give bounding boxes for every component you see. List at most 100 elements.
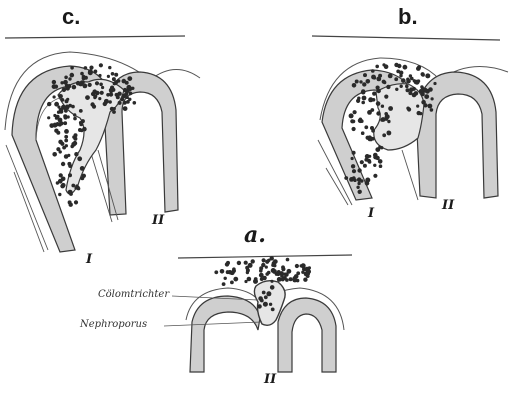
mesenchyme-cell [56, 131, 60, 135]
mesenchyme-cell [356, 186, 359, 189]
mesenchyme-cell [112, 77, 116, 81]
mesenchyme-cell [83, 84, 88, 89]
panel-c-label: c. [62, 4, 80, 30]
mesenchyme-cell [381, 117, 386, 122]
mesenchyme-cell [360, 119, 364, 123]
mesenchyme-cell [281, 267, 285, 271]
mesenchyme-cell [73, 117, 77, 121]
mesenchyme-cell [52, 152, 57, 157]
mesenchyme-cell [277, 277, 281, 281]
mesenchyme-cell [375, 65, 379, 69]
mesenchyme-cell [428, 104, 433, 109]
mesenchyme-cell [296, 279, 300, 283]
mesenchyme-cell [370, 126, 374, 130]
mesenchyme-cell [423, 103, 427, 107]
mesenchyme-cell [68, 190, 73, 195]
mesenchyme-cell [263, 276, 267, 280]
panel-b-tube-I-label: I [368, 206, 374, 221]
mesenchyme-cell [59, 108, 63, 112]
mesenchyme-cell [251, 259, 255, 263]
mesenchyme-cell [352, 151, 356, 155]
mesenchyme-cell [233, 277, 238, 282]
mesenchyme-cell [378, 145, 381, 148]
mesenchyme-cell [383, 81, 386, 84]
mesenchyme-cell [47, 102, 51, 106]
mesenchyme-cell [66, 98, 69, 101]
mesenchyme-cell [421, 72, 425, 76]
mesenchyme-cell [111, 72, 115, 76]
mesenchyme-cell [371, 69, 375, 73]
mesenchyme-cell [358, 190, 362, 194]
mesenchyme-cell [360, 179, 363, 182]
mesenchyme-cell [262, 258, 266, 262]
mesenchyme-cell [116, 95, 120, 99]
mesenchyme-cell [70, 73, 75, 78]
panel-c-tube-I-label: I [86, 252, 92, 267]
mesenchyme-cell [70, 145, 74, 149]
mesenchyme-cell [65, 144, 68, 147]
mesenchyme-cell [88, 69, 93, 74]
mesenchyme-cell [270, 285, 275, 290]
mesenchyme-cell [262, 291, 266, 295]
mesenchyme-cell [388, 106, 393, 111]
mesenchyme-cell [416, 66, 421, 71]
mesenchyme-cell [265, 266, 268, 269]
mesenchyme-cell [52, 80, 56, 84]
mesenchyme-cell [376, 101, 381, 106]
mesenchyme-cell [84, 66, 88, 70]
mesenchyme-cell [344, 176, 348, 180]
mesenchyme-cell [357, 168, 361, 172]
mesenchyme-cell [76, 81, 81, 86]
mesenchyme-cell [69, 203, 73, 207]
mesenchyme-cell [58, 94, 63, 99]
mesenchyme-cell [352, 127, 356, 131]
mesenchyme-cell [100, 91, 104, 95]
mesenchyme-cell [361, 89, 365, 93]
mesenchyme-cell [424, 94, 429, 99]
mesenchyme-cell [361, 101, 365, 105]
mesenchyme-cell [122, 79, 127, 84]
mesenchyme-cell [397, 64, 401, 68]
mesenchyme-cell [71, 184, 75, 188]
mesenchyme-cell [74, 133, 78, 137]
mesenchyme-cell [63, 121, 67, 125]
mesenchyme-cell [95, 81, 99, 85]
mesenchyme-cell [259, 273, 264, 278]
mesenchyme-cell [416, 105, 419, 108]
mesenchyme-cell [351, 164, 355, 168]
mesenchyme-cell [400, 85, 403, 88]
mesenchyme-cell [270, 280, 273, 283]
mesenchyme-cell [273, 264, 277, 268]
mesenchyme-cell [394, 77, 398, 81]
mesenchyme-cell [373, 76, 376, 79]
panel-a-surface-line [178, 255, 352, 258]
mesenchyme-cell [118, 101, 122, 105]
mesenchyme-cell [287, 269, 292, 274]
mesenchyme-cell [283, 276, 287, 280]
mesenchyme-cell [363, 73, 367, 77]
mesenchyme-cell [359, 80, 362, 83]
mesenchyme-cell [125, 89, 128, 92]
mesenchyme-cell [296, 271, 300, 275]
mesenchyme-cell [77, 187, 81, 191]
mesenchyme-cell [93, 94, 97, 98]
mesenchyme-cell [106, 93, 110, 97]
mesenchyme-cell [66, 86, 70, 90]
mesenchyme-cell [417, 111, 421, 115]
mesenchyme-cell [58, 193, 61, 196]
mesenchyme-cell [101, 86, 104, 89]
mesenchyme-cell [246, 271, 249, 274]
mesenchyme-cell [82, 127, 87, 132]
mesenchyme-cell [85, 95, 90, 100]
mesenchyme-cell [258, 296, 263, 301]
mesenchyme-cell [113, 107, 116, 110]
mesenchyme-cell [107, 75, 110, 78]
mesenchyme-cell [61, 98, 65, 102]
mesenchyme-cell [64, 135, 68, 139]
mesenchyme-cell [368, 97, 373, 102]
panel-a-tube-II [278, 298, 336, 372]
mesenchyme-cell [131, 87, 134, 90]
mesenchyme-cell [412, 93, 417, 98]
mesenchyme-cell [368, 155, 371, 158]
mesenchyme-cell [306, 274, 310, 278]
